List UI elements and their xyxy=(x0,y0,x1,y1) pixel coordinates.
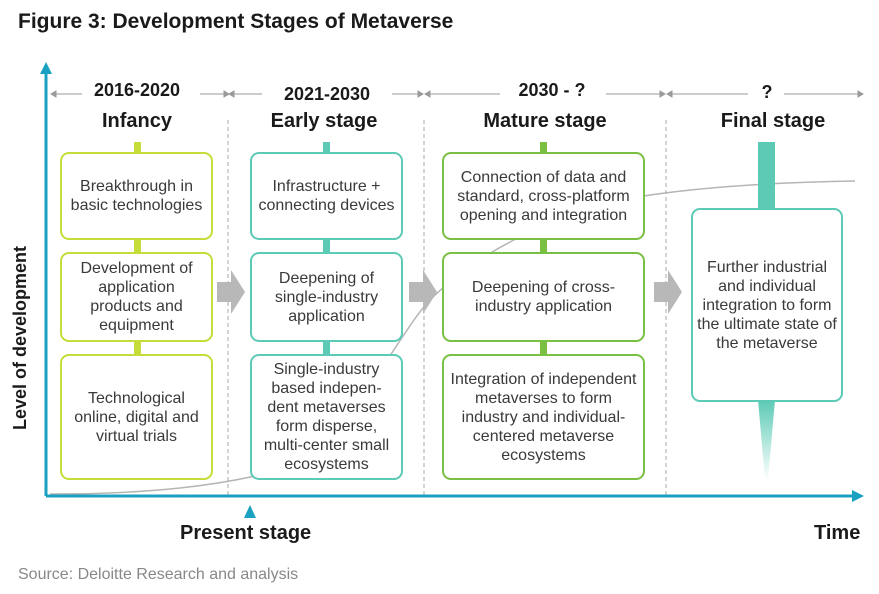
infancy-box-3: Technological online, digital and virtua… xyxy=(60,354,213,480)
figure-title: Figure 3: Development Stages of Metavers… xyxy=(18,10,454,33)
connector xyxy=(540,342,547,354)
period-label-2: 2021-2030 xyxy=(283,84,371,104)
mature-box-2: Deepening of cross-industry application xyxy=(442,252,645,342)
mature-box-1: Connection of data and standard, cross-p… xyxy=(442,152,645,240)
final-stage-stem xyxy=(758,400,775,480)
stage-label-final: Final stage xyxy=(720,110,826,132)
progress-arrow-1 xyxy=(217,270,245,314)
connector xyxy=(134,240,141,252)
source-note: Source: Deloitte Research and analysis xyxy=(18,566,299,583)
x-axis-arrowhead xyxy=(852,490,864,502)
present-stage-label: Present stage xyxy=(180,522,312,544)
early-box-2: Deepening of single-industry application xyxy=(250,252,403,342)
y-axis-label: Level of development xyxy=(10,245,30,430)
present-stage-marker xyxy=(244,505,256,518)
final-stage-top-tab xyxy=(758,142,775,210)
stage-label-early: Early stage xyxy=(270,110,378,132)
stage-label-mature: Mature stage xyxy=(483,110,607,132)
early-box-1: Infrastructure + connecting devices xyxy=(250,152,403,240)
connector xyxy=(134,142,141,154)
infancy-box-1: Breakthrough in basic technologies xyxy=(60,152,213,240)
infancy-box-2: Development of application products and … xyxy=(60,252,213,342)
period-label-3: 2030 - ? xyxy=(518,80,586,100)
connector xyxy=(323,240,330,252)
progress-arrow-3 xyxy=(654,270,682,314)
connector xyxy=(540,240,547,252)
connector xyxy=(323,142,330,154)
period-label-1: 2016-2020 xyxy=(93,80,181,100)
x-axis-label: Time xyxy=(814,522,861,544)
mature-box-3: Integration of independent metaverses to… xyxy=(442,354,645,480)
final-box: Further industrial and individual integr… xyxy=(691,208,843,402)
connector xyxy=(134,342,141,354)
stage-label-infancy: Infancy xyxy=(101,110,173,132)
early-box-3: Single-industry based indepen-dent metav… xyxy=(250,354,403,480)
connector xyxy=(540,142,547,154)
progress-arrow-2 xyxy=(409,270,437,314)
y-axis-arrowhead xyxy=(40,62,52,74)
period-label-4: ? xyxy=(761,82,773,102)
connector xyxy=(323,342,330,354)
